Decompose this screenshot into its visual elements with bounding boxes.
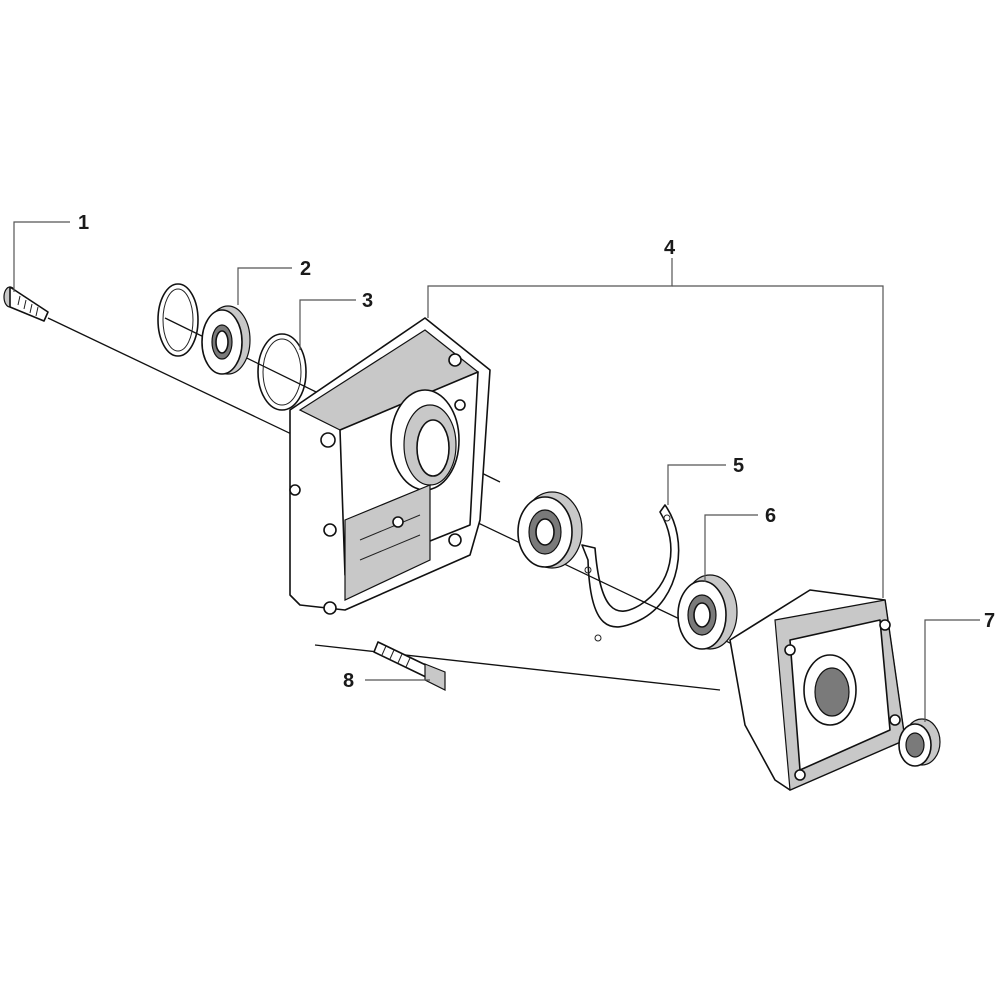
- part-1-screw: [3, 286, 49, 322]
- callout-8: 8: [343, 670, 354, 692]
- callout-labels: 1 2 3 4 5 6 7 8: [78, 212, 995, 692]
- part-snap-ring-left: [157, 283, 199, 357]
- part-3-snap-ring: [257, 333, 307, 411]
- part-5-gasket: [581, 504, 680, 642]
- part-8-bolt: [373, 641, 446, 691]
- part-7-oil-seal: [898, 718, 941, 767]
- part-4-housing-left: [289, 317, 491, 615]
- part-4-housing-right: [729, 589, 906, 791]
- callout-leaders: [13, 221, 980, 722]
- part-ball-bearing-large: [517, 491, 583, 569]
- callout-6: 6: [765, 505, 776, 527]
- callout-7: 7: [984, 610, 995, 632]
- callout-2: 2: [300, 258, 311, 280]
- part-6-bearing: [677, 574, 738, 650]
- part-2-seal-ring: [201, 305, 251, 375]
- callout-1: 1: [78, 212, 89, 234]
- callout-4: 4: [664, 237, 676, 259]
- callout-3: 3: [362, 290, 373, 312]
- callout-5: 5: [733, 455, 744, 477]
